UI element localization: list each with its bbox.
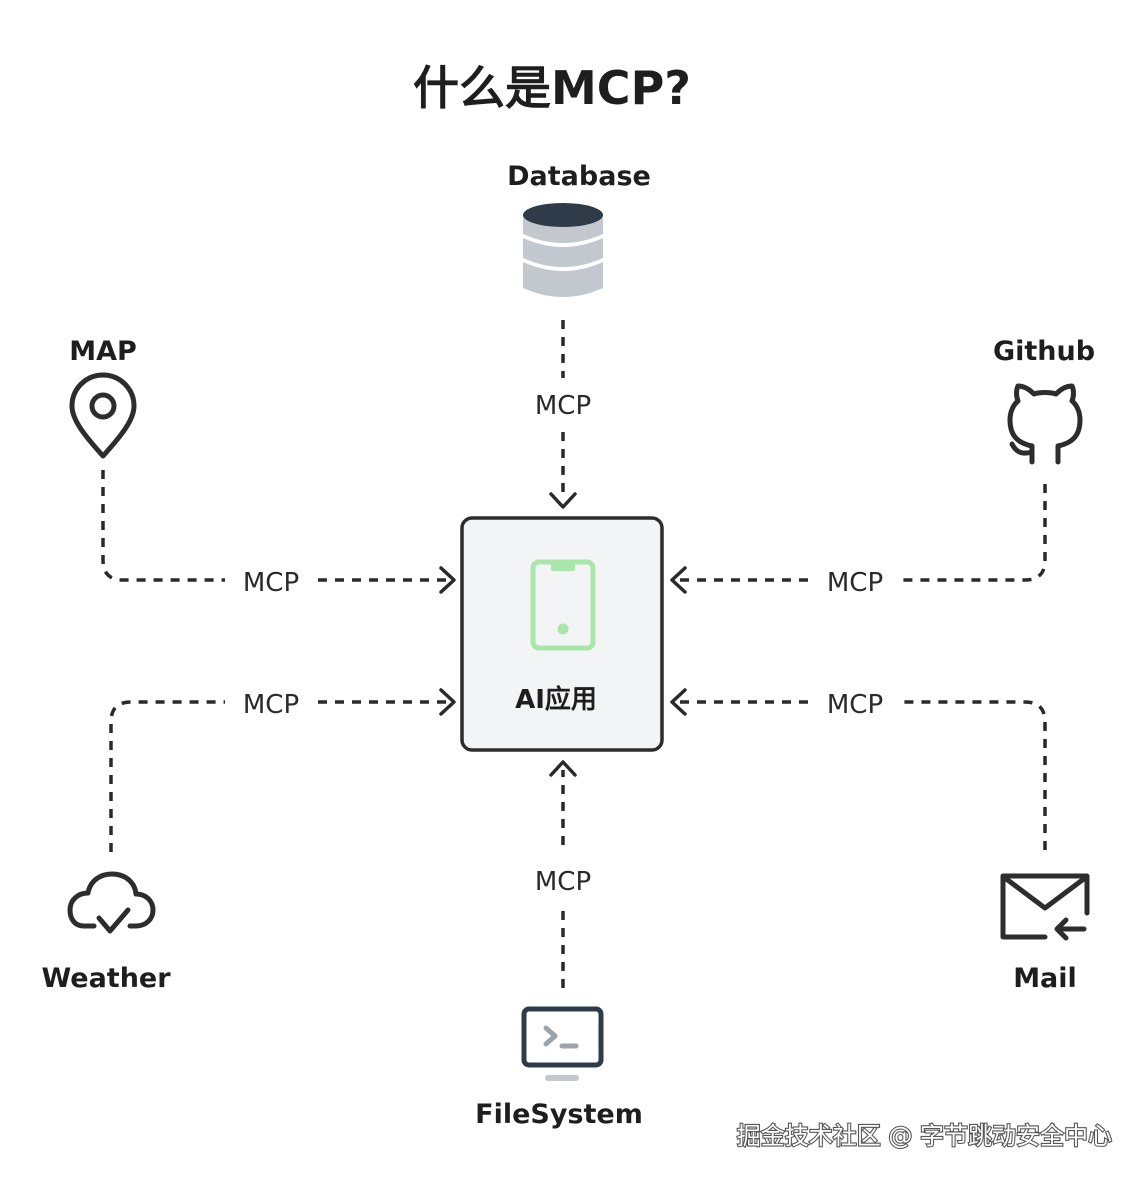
edge-label-mail: MCP xyxy=(827,690,883,720)
diagram-title: 什么是MCP? xyxy=(413,61,691,115)
edge-github: MCP xyxy=(670,484,1047,598)
node-label-mail: Mail xyxy=(1013,963,1077,994)
edge-label-database: MCP xyxy=(535,391,591,421)
node-filesystem: FileSystem xyxy=(475,1006,643,1130)
arrow-head xyxy=(670,688,687,716)
node-label-map: MAP xyxy=(69,336,137,367)
node-label-database: Database xyxy=(507,161,651,192)
edge-mail: MCP xyxy=(670,688,1047,850)
edge-label-map: MCP xyxy=(243,568,299,598)
database-icon xyxy=(523,203,603,297)
terminal-icon xyxy=(521,1006,604,1081)
node-label-filesystem: FileSystem xyxy=(475,1099,643,1130)
node-map: MAP xyxy=(69,336,137,459)
edge-map: MCP xyxy=(101,470,456,598)
mail-icon xyxy=(1000,873,1090,941)
edge-label-filesystem: MCP xyxy=(535,867,591,897)
edge-filesystem: MCP xyxy=(535,760,591,988)
node-database: Database xyxy=(507,161,651,297)
arrow-head xyxy=(439,688,456,716)
node-github: Github xyxy=(993,336,1095,465)
node-label-weather: Weather xyxy=(41,963,171,994)
center-node: AI应用 xyxy=(460,516,664,752)
watermark: 掘金技术社区 @ 字节跳动安全中心 xyxy=(737,1122,1112,1150)
mobile-phone-icon xyxy=(530,559,596,651)
arrow-head xyxy=(439,566,456,594)
center-label: AI应用 xyxy=(515,684,597,715)
edge-label-weather: MCP xyxy=(243,690,299,720)
edge-database: MCP xyxy=(535,320,591,509)
arrow-head xyxy=(670,566,687,594)
node-label-github: Github xyxy=(993,336,1095,367)
edge-weather: MCP xyxy=(109,688,456,852)
cloud-check-icon xyxy=(67,871,156,934)
node-weather: Weather xyxy=(41,871,171,994)
arrow-head xyxy=(549,492,577,509)
arrow-head xyxy=(549,760,577,777)
github-icon xyxy=(1007,383,1083,465)
edge-label-github: MCP xyxy=(827,568,883,598)
map-pin-icon xyxy=(69,372,137,459)
node-mail: Mail xyxy=(1000,873,1090,994)
